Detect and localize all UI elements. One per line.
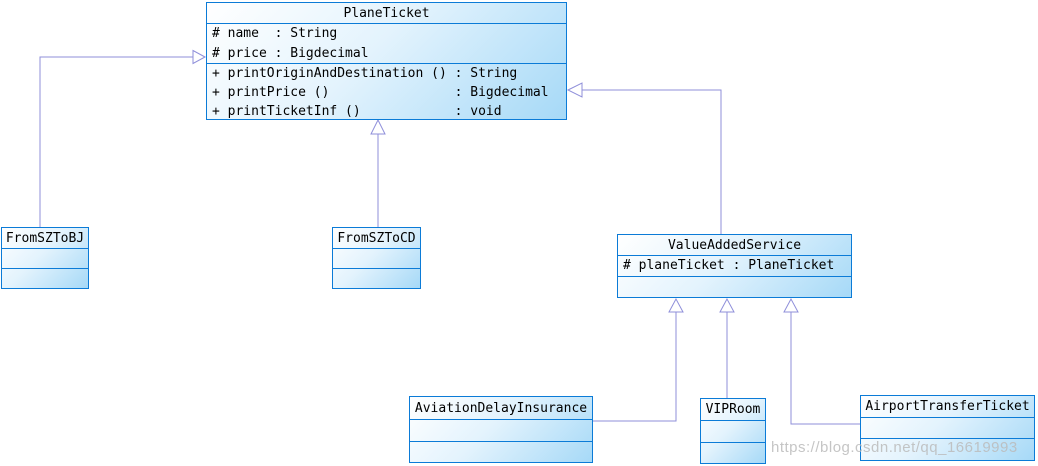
inheritance-arrow-icon bbox=[192, 49, 207, 65]
class-name: FromSZToBJ bbox=[5, 230, 85, 246]
attributes-compartment bbox=[861, 417, 1034, 438]
class-name: AviationDelayInsurance bbox=[414, 400, 588, 416]
inheritance-arrow-icon bbox=[668, 297, 684, 313]
methods-compartment bbox=[2, 268, 88, 289]
class-box-viproom: VIPRoom bbox=[700, 398, 766, 464]
attributes-compartment: # name : String # price : Bigdecimal bbox=[207, 23, 566, 63]
generalization-fromsztocd-to-planeticket bbox=[370, 118, 386, 227]
class-name: ValueAddedService bbox=[667, 237, 802, 253]
connector-line bbox=[39, 56, 193, 227]
method-line: + printTicketInf () : void bbox=[212, 104, 502, 119]
connector-line bbox=[790, 312, 860, 425]
attribute-line: # name : String bbox=[212, 26, 338, 41]
attribute-line: # price : Bigdecimal bbox=[212, 46, 369, 61]
attributes-compartment bbox=[2, 248, 88, 268]
class-name: PlaneTicket bbox=[343, 5, 430, 21]
class-box-aviationdelayinsurance: AviationDelayInsurance bbox=[409, 396, 593, 463]
attributes-compartment bbox=[701, 420, 765, 442]
methods-compartment bbox=[618, 276, 851, 298]
connector-line bbox=[582, 89, 722, 234]
connector-line bbox=[593, 312, 677, 422]
methods-compartment: + printOriginAndDestination () : String … bbox=[207, 63, 566, 120]
attribute-line: # planeTicket : PlaneTicket bbox=[623, 258, 835, 273]
attributes-compartment bbox=[410, 419, 592, 441]
class-name: VIPRoom bbox=[705, 402, 761, 417]
class-box-valueaddedservice: ValueAddedService # planeTicket : PlaneT… bbox=[617, 234, 852, 298]
generalization-valueaddedservice-to-planeticket bbox=[566, 82, 722, 234]
methods-compartment bbox=[410, 441, 592, 463]
method-line: + printPrice () : Bigdecimal bbox=[212, 85, 549, 100]
method-line: + printOriginAndDestination () : String bbox=[212, 66, 518, 81]
methods-compartment bbox=[861, 438, 1034, 461]
inheritance-arrow-icon bbox=[370, 118, 386, 135]
class-box-fromsztocd: FromSZToCD bbox=[332, 227, 421, 289]
generalization-airporttransferticket-to-valueaddedservice bbox=[783, 297, 860, 425]
inheritance-arrow-icon bbox=[783, 297, 799, 313]
class-box-fromsztobj: FromSZToBJ bbox=[1, 227, 89, 289]
methods-compartment bbox=[701, 442, 765, 464]
inheritance-arrow-icon bbox=[566, 82, 583, 98]
attributes-compartment: # planeTicket : PlaneTicket bbox=[618, 255, 851, 276]
attributes-compartment bbox=[333, 248, 420, 268]
generalization-fromsztobj-to-planeticket bbox=[39, 49, 207, 227]
class-name: FromSZToCD bbox=[337, 230, 416, 246]
generalization-viproom-to-valueaddedservice bbox=[719, 297, 735, 398]
class-name: AirportTransferTicket bbox=[865, 399, 1030, 414]
methods-compartment bbox=[333, 268, 420, 289]
inheritance-arrow-icon bbox=[719, 297, 735, 313]
class-box-airporttransferticket: AirportTransferTicket bbox=[860, 395, 1035, 461]
watermark: https://blog.csdn.net/qq_16619993 bbox=[771, 439, 1018, 456]
generalization-aviationdelayinsurance-to-valueaddedservice bbox=[593, 297, 684, 422]
class-box-planeticket: PlaneTicket # name : String # price : Bi… bbox=[206, 2, 567, 120]
